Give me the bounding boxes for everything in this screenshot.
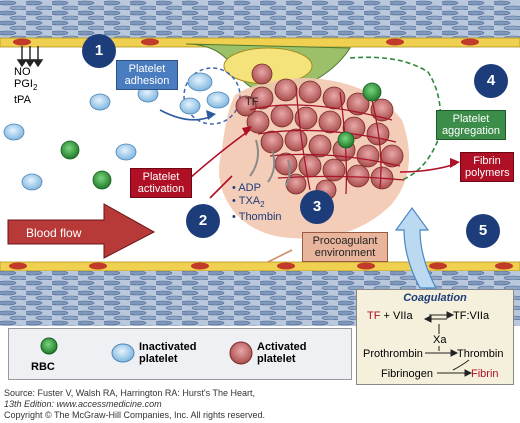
platelet-aggregation-box: Platelet aggregation [436, 110, 506, 140]
coag-xa: Xa [433, 334, 447, 346]
adhesion-outline [183, 67, 241, 125]
platelet-adhesion-box: Platelet adhesion [116, 60, 178, 90]
coag-prothrombin: Prothrombin [363, 348, 423, 360]
endothelial-release-arrows [16, 46, 44, 68]
endothelial-nuclei-top [13, 38, 479, 46]
vessel-wall-top [0, 0, 520, 38]
procoagulant-pointer [267, 249, 293, 263]
legend-rbc-swatch [40, 337, 58, 355]
mediator-list: • ADP • TXA2 • Thombin [232, 182, 302, 224]
activated-platelet-cluster [235, 63, 404, 201]
red-blood-cells [60, 82, 382, 190]
coag-tf-viia: TF:VIIa [453, 310, 490, 322]
tpa-label: tPA [14, 94, 31, 107]
credit-line-1: Source: Fuster V, Walsh RA, Harrington R… [4, 388, 255, 398]
mediator-adp: • ADP [232, 182, 261, 194]
pgi2-label: PGI2 [14, 78, 48, 94]
legend-inactive-label: Inactivated platelet [139, 341, 197, 365]
blood-flow-label: Blood flow [26, 226, 82, 240]
coagulation-title: Coagulation [403, 292, 467, 304]
fibrin-strands [249, 85, 405, 195]
aggregation-outline [349, 56, 442, 181]
pgi2-text: PGI [14, 78, 33, 90]
mediator-txa-sub: 2 [260, 200, 265, 210]
inactivated-platelets [3, 72, 230, 191]
coag-fibrinogen: Fibrinogen [381, 368, 433, 380]
mediator-thrombin-text: Thombin [238, 211, 282, 224]
no-label: NO [14, 66, 31, 78]
tf-label: TF [245, 96, 259, 108]
mediator-arrows [249, 139, 291, 187]
legend-rbc-label: RBC [31, 361, 55, 373]
step-marker-1: 1 [82, 34, 116, 68]
mediator-thrombin: • Thombin [232, 211, 282, 224]
coag-tf: TF [367, 310, 381, 322]
coag-viia: + VIIa [380, 310, 413, 322]
procoagulant-environment-box: Procoagulant environment [302, 232, 388, 262]
mediator-txa-text: TXA [238, 195, 261, 207]
endothelial-nuclei-bottom [9, 262, 513, 270]
step-marker-3: 3 [300, 190, 334, 224]
mediator-adp-text: ADP [238, 182, 261, 194]
credit-line-2: 13th Edition: www.accessmedicine.com [4, 399, 162, 409]
blood-flow-arrow [7, 203, 156, 259]
legend-active-label: Activated platelet [257, 341, 307, 365]
fibrin-polymers-box: Fibrin polymers [460, 152, 514, 182]
legend-panel: RBC Inactivated platelet Activated plate… [8, 328, 352, 380]
legend-inactive-swatch [111, 343, 135, 363]
legend-active-swatch [229, 341, 253, 365]
coagulation-panel: Coagulation TF + VIIa TF:VIIa Xa Prothro… [356, 289, 514, 385]
coag-arrows [423, 311, 473, 377]
pgi2-subscript: 2 [32, 83, 38, 93]
step-marker-2: 2 [186, 204, 220, 238]
endothelial-mediators: NO PGI2 tPA [14, 66, 48, 106]
credit-line-3: Copyright © The McGraw-Hill Companies, I… [4, 410, 266, 420]
legend-swatches [40, 337, 253, 365]
coag-thrombin: Thrombin [457, 348, 504, 360]
step-marker-5: 5 [466, 214, 500, 248]
coag-fibrin: Fibrin [471, 368, 499, 380]
step-marker-4: 4 [474, 64, 508, 98]
mediator-txa2: • TXA2 [232, 195, 265, 210]
coag-tf-line: TF + VIIa [367, 310, 413, 322]
coagulation-arrow [394, 206, 437, 289]
platelet-activation-box: Platelet activation [130, 168, 192, 198]
